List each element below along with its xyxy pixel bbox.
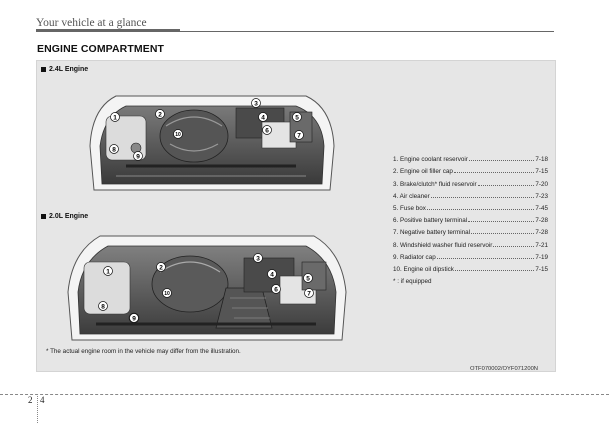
legend-label: 4. Air cleaner [393,192,430,200]
page-number-divider [37,394,38,423]
callout-8: 8 [101,303,105,310]
legend-page-ref: 7-28 [535,217,548,225]
header-accent-bar [36,29,180,32]
header-rule [36,31,554,32]
legend-page-ref: 7-21 [535,241,548,249]
legend-item: 10. Engine oil dipstick 7-15 [393,261,548,273]
callout-9: 9 [132,315,136,322]
leader-dots [426,208,535,210]
section-label-text: 2.0L Engine [49,213,89,220]
page-footer-rule [0,394,609,395]
legend-label: 1. Engine coolant reservoir [393,156,468,164]
legend-label: 2. Engine oil filler cap [393,168,453,176]
legend-page-ref: 7-15 [535,265,548,273]
legend-item: 2. Engine oil filler cap 7-15 [393,163,548,175]
page-number: 4 [40,395,45,405]
callout-2: 2 [159,264,163,271]
engine-24l-callouts: 1 2 3 4 5 6 7 8 9 10 [109,98,304,161]
callout-8: 8 [112,146,116,153]
callout-2: 2 [158,111,162,118]
leader-dots [468,160,535,162]
legend-label: 10. Engine oil dipstick [393,265,454,273]
callout-10: 10 [175,132,181,138]
legend-label: 5. Fuse box [393,204,426,212]
legend-page-ref: 7-19 [535,253,548,261]
leader-dots [477,184,535,186]
leader-dots [453,172,535,174]
legend-label: 3. Brake/clutch* fluid reservoir [393,180,477,188]
callout-3: 3 [254,100,258,107]
legend-item: 7. Negative battery terminal 7-28 [393,224,548,236]
legend-item: 1. Engine coolant reservoir 7-18 [393,151,548,163]
section-label-24l: 2.4L Engine [41,66,88,73]
legend-note: * : if equipped [393,277,432,285]
page-title: ENGINE COMPARTMENT [37,43,165,55]
section-label-text: 2.4L Engine [49,66,89,73]
legend-item: 6. Positive battery terminal 7-28 [393,212,548,224]
engine-24l-illustration: 1 2 3 4 5 6 7 8 9 10 [89,95,335,191]
section-label-20l: 2.0L Engine [41,213,88,220]
callout-7: 7 [307,290,311,297]
leader-dots [471,233,535,235]
leader-dots [430,196,535,198]
square-bullet-icon [41,214,46,219]
legend-page-ref: 7-45 [535,204,548,212]
leader-dots [468,221,535,223]
callout-6: 6 [265,127,269,134]
legend-item: 3. Brake/clutch* fluid reservoir 7-20 [393,175,548,188]
legend-page-ref: 7-15 [535,168,548,176]
chapter-number: 2 [28,395,33,405]
callout-4: 4 [261,114,265,121]
legend-page-ref: 7-20 [535,180,548,188]
callout-5: 5 [295,114,299,121]
legend-page-ref: 7-18 [535,156,548,164]
square-bullet-icon [41,67,46,72]
callout-3: 3 [256,255,260,262]
callout-5: 5 [306,275,310,282]
legend-label: 6. Positive battery terminal [393,217,468,225]
legend-page-ref: 7-28 [535,229,548,237]
legend-item: 5. Fuse box 7-45 [393,200,548,212]
legend-item: 4. Air cleaner 7-23 [393,188,548,200]
leader-dots [493,245,535,247]
callout-1: 1 [106,268,110,275]
component-legend: 1. Engine coolant reservoir 7-18 2. Engin… [393,151,548,285]
figure-code: OTF070002/OYF071200N [470,366,538,372]
engine-20l-illustration: 1 2 3 4 5 6 7 8 9 10 [67,235,347,341]
callout-7: 7 [297,132,301,139]
legend-page-ref: 7-23 [535,192,548,200]
illustration-footnote: * The actual engine room in the vehicle … [46,348,241,355]
legend-label: 8. Windshield washer fluid reservoir [393,241,493,249]
legend-label: 9. Radiator cap [393,253,436,261]
legend-item: 8. Windshield washer fluid reservoir 7-21 [393,236,548,249]
legend-item: 9. Radiator cap 7-19 [393,249,548,261]
callout-10: 10 [164,291,170,297]
callout-1: 1 [113,114,117,121]
engine-20l-callouts: 1 2 3 4 5 6 7 8 9 10 [98,253,314,323]
callout-6: 6 [274,286,278,293]
callout-4: 4 [270,271,274,278]
leader-dots [454,269,535,271]
legend-label: 7. Negative battery terminal [393,229,470,237]
leader-dots [436,257,535,259]
callout-9: 9 [136,153,140,160]
running-title: Your vehicle at a glance [36,17,147,29]
